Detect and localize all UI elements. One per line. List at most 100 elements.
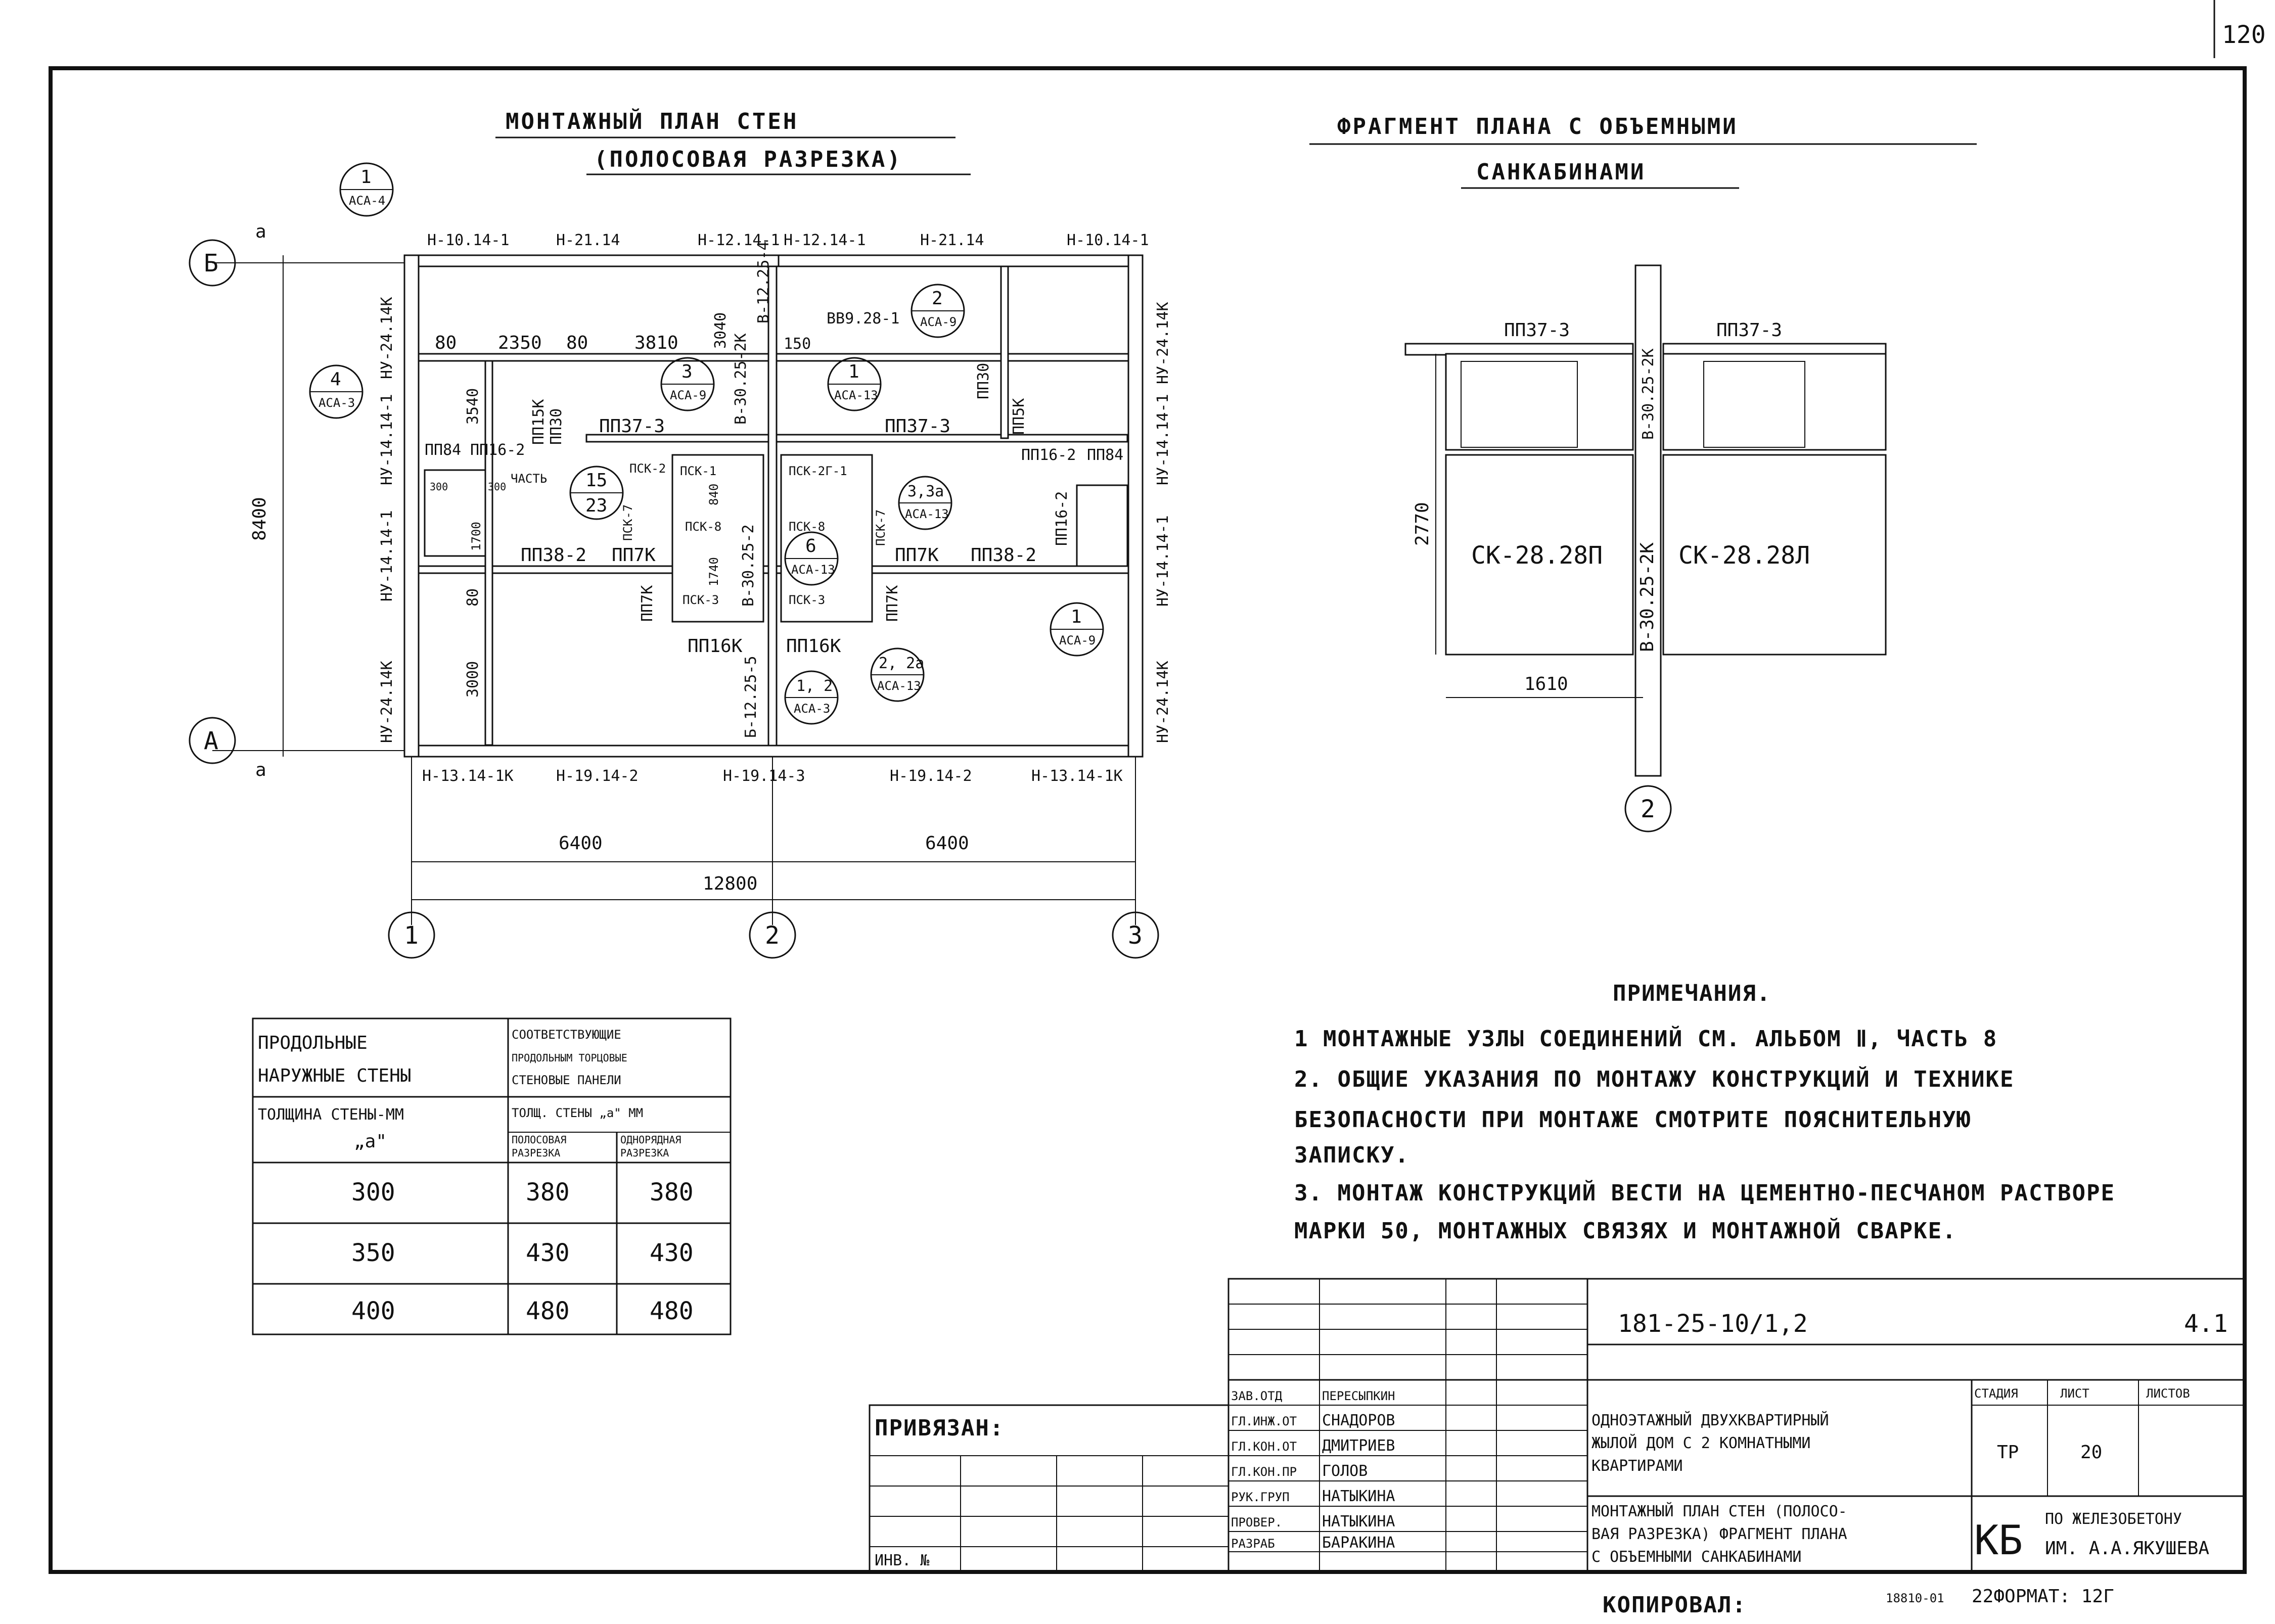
bottom-panel-1: Н-13.14-1К bbox=[422, 767, 514, 785]
inner-label: 840 bbox=[707, 484, 721, 505]
right-panel-2: НУ-14.14-1 bbox=[1154, 394, 1172, 485]
axis-bubble-3 bbox=[1112, 911, 1159, 959]
sheet-title: ВАЯ РАЗРЕЗКА) ФРАГМЕНТ ПЛАНА bbox=[1591, 1525, 1847, 1543]
sanitary-block-left bbox=[671, 454, 764, 623]
inner-label: ПСК-7 bbox=[621, 504, 635, 541]
inner-label: ПСК-1 bbox=[680, 464, 716, 478]
wall-table-h6b: РАЗРЕЗКА bbox=[620, 1147, 669, 1159]
inner-label: 3810 bbox=[634, 333, 678, 353]
inner-label: 80 bbox=[464, 588, 482, 607]
callout-bottom: АСА-3 bbox=[318, 396, 355, 410]
callout-top: 3 bbox=[681, 361, 693, 382]
stage-value: ТР bbox=[1997, 1442, 2019, 1463]
fragment-room-left bbox=[1445, 353, 1634, 451]
callout-top: 2 bbox=[932, 288, 943, 309]
attached-area bbox=[869, 1404, 1230, 1573]
outer-wall-left bbox=[403, 254, 420, 758]
col-stage: СТАДИЯ bbox=[1974, 1386, 2018, 1401]
inner-label: ПП16-2 bbox=[1053, 491, 1071, 546]
fragment-room-right bbox=[1662, 353, 1887, 451]
inner-label: 3040 bbox=[712, 312, 730, 349]
axis-bubble-b bbox=[189, 239, 236, 287]
role: РАЗРАБ bbox=[1231, 1537, 1275, 1551]
callout-2-asa-9: 2 АСА-9 bbox=[911, 284, 965, 338]
callout-bottom: АСА-13 bbox=[834, 388, 878, 402]
main-plan-title-2: (ПОЛОСОВАЯ РАЗРЕЗКА) bbox=[594, 147, 902, 172]
order-number: 18810-01 bbox=[1886, 1591, 1944, 1605]
wall-table-cell: 380 bbox=[650, 1178, 694, 1207]
fragment-title-1: ФРАГМЕНТ ПЛАНА С ОБЪЕМНЫМИ bbox=[1337, 114, 1738, 140]
callout-bottom: АСА-9 bbox=[1059, 633, 1096, 647]
role: ГЛ.КОН.ОТ bbox=[1231, 1440, 1297, 1454]
inner-label: ПП38-2 bbox=[521, 545, 586, 566]
fragment-axis-label: 2 bbox=[1641, 795, 1655, 823]
wall-table-h2c: СТЕНОВЫЕ ПАНЕЛИ bbox=[512, 1073, 621, 1087]
right-panel-4: НУ-24.14К bbox=[1154, 661, 1172, 743]
top-panel-5: Н-21.14 bbox=[920, 231, 984, 249]
role: ЗАВ.ОТД bbox=[1231, 1389, 1283, 1403]
org-line-1: ПО ЖЕЛЕЗОБЕТОНУ bbox=[2045, 1510, 2182, 1528]
name: ГОЛОВ bbox=[1322, 1462, 1368, 1480]
outer-wall-right bbox=[1127, 254, 1144, 758]
axis-bubble-2 bbox=[749, 911, 796, 959]
name: ПЕРЕСЫПКИН bbox=[1322, 1389, 1395, 1403]
callout-top: 6 bbox=[805, 536, 816, 556]
wall-table-h4: ТОЛЩ. СТЕНЫ „а" ММ bbox=[512, 1106, 643, 1120]
callout-2-2a-asa-13: 2, 2а АСА-13 bbox=[870, 647, 925, 702]
cabin-left-inner bbox=[1461, 361, 1578, 448]
role: ПРОВЕР. bbox=[1231, 1515, 1282, 1529]
wall-table-cell: 380 bbox=[526, 1178, 570, 1207]
interior-wall-v1 bbox=[484, 360, 493, 746]
left-panel-3: НУ-14.14-1 bbox=[378, 510, 396, 601]
bottom-panel-3: Н-19.14-3 bbox=[723, 767, 805, 785]
inner-label: ЧАСТЬ bbox=[511, 472, 547, 486]
fragment-dim-h: 1610 bbox=[1524, 674, 1568, 694]
wall-table-cell: 480 bbox=[526, 1297, 570, 1325]
left-panel-2: НУ-14.14-1 bbox=[378, 394, 396, 485]
inner-label: В-12.25-4 bbox=[755, 241, 772, 323]
top-panel-6: Н-10.14-1 bbox=[1067, 231, 1149, 249]
dim-half-2: 6400 bbox=[925, 833, 969, 854]
inner-label: 1740 bbox=[707, 557, 721, 586]
format-label: 22ФОРМАТ: 12Г bbox=[1972, 1586, 2114, 1607]
note-line: 1 МОНТАЖНЫЕ УЗЛЫ СОЕДИНЕНИЙ СМ. АЛЬБОМ Ⅱ… bbox=[1294, 1025, 1997, 1052]
project-title: ЖЫЛОЙ ДОМ С 2 КОМНАТНЫМИ bbox=[1591, 1434, 1810, 1452]
attached-label: ПРИВЯЗАН: bbox=[875, 1415, 1004, 1441]
fragment-pp-left: ПП37-3 bbox=[1504, 320, 1570, 341]
inner-label: 80 bbox=[566, 333, 588, 353]
callout-bottom: АСА-3 bbox=[794, 702, 830, 716]
col-sheet: ЛИСТ bbox=[2060, 1386, 2089, 1401]
callout-3-3a-asa-13: 3,3а АСА-13 bbox=[898, 476, 952, 530]
fragment-cabin-right: СК-28.28Л bbox=[1678, 541, 1810, 570]
inner-label: В-30.25-2 bbox=[740, 524, 757, 607]
inner-label: ПСК-2 bbox=[629, 461, 666, 476]
inner-label: ПП7К bbox=[612, 545, 656, 566]
dim-height: 8400 bbox=[249, 497, 270, 541]
wall-table-h2b: ПРОДОЛЬНЫМ ТОРЦОВЫЕ bbox=[512, 1052, 627, 1064]
inner-label: ПП38-2 bbox=[971, 545, 1036, 566]
inner-label: ПП16К bbox=[786, 636, 841, 657]
wall-table-cell: 430 bbox=[650, 1239, 694, 1267]
wall-table-h5b: РАЗРЕЗКА bbox=[512, 1147, 560, 1159]
name: НАТЫКИНА bbox=[1322, 1488, 1395, 1505]
axis-label-2: 2 bbox=[765, 921, 780, 950]
inner-label: ПП37-3 bbox=[599, 416, 665, 437]
callout-bottom: 23 bbox=[585, 495, 607, 516]
left-panel-1: НУ-24.14К bbox=[378, 297, 396, 379]
role: ГЛ.КОН.ПР bbox=[1231, 1465, 1297, 1479]
col-sheets: ЛИСТОВ bbox=[2146, 1386, 2190, 1401]
callout-bottom: АСА-9 bbox=[670, 388, 706, 402]
axis-label-a-top: а bbox=[255, 221, 266, 242]
bottom-panel-4: Н-19.14-2 bbox=[890, 767, 972, 785]
inner-label: ВВ9.28-1 bbox=[827, 310, 900, 328]
callout-bottom: АСА-9 bbox=[920, 315, 957, 329]
notes-heading: ПРИМЕЧАНИЯ. bbox=[1613, 981, 1771, 1006]
title-block: ПРИВЯЗАН: ИНВ. № 181-25-10/1,2 4.1 ЗАВ.О… bbox=[869, 1278, 2246, 1573]
org-mark: КБ bbox=[1974, 1517, 2023, 1564]
fragment-panel-upper: В-30.25-2К bbox=[1640, 348, 1657, 440]
callout-1-asa-4: 1 АСА-4 bbox=[339, 162, 394, 217]
callout-bottom: АСА-13 bbox=[905, 507, 949, 521]
inner-label: ПП7К bbox=[895, 545, 939, 566]
inner-label: ПСК-2Г-1 bbox=[789, 464, 847, 478]
inner-label: ПП16-2 bbox=[470, 441, 525, 459]
